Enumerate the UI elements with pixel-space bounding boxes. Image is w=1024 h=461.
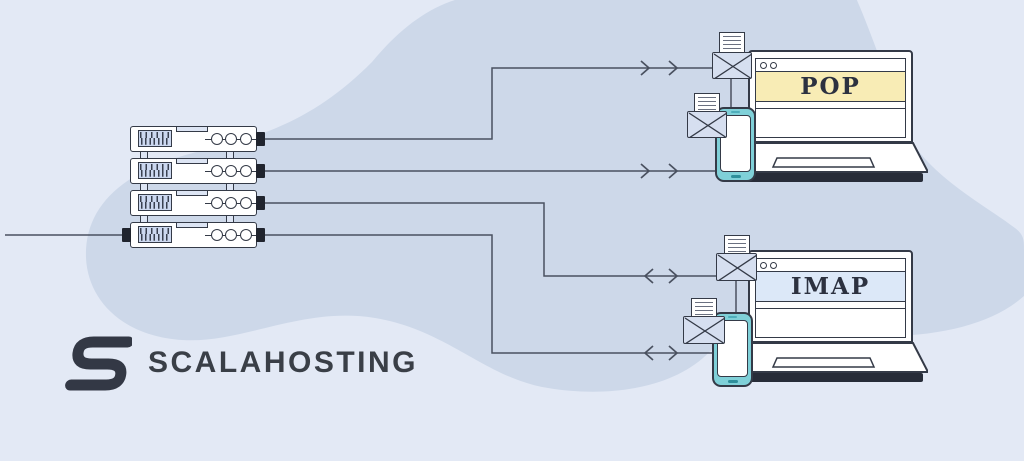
imap-protocol-label: IMAP xyxy=(756,272,905,302)
server-unit-4 xyxy=(122,221,265,248)
imap-wire-phone xyxy=(264,234,712,354)
arrow-right-icon xyxy=(640,163,651,179)
letter-icon xyxy=(724,235,750,257)
scalahosting-s-icon xyxy=(65,336,132,391)
laptop-base xyxy=(733,142,928,182)
server-port-lights xyxy=(205,228,257,241)
cable-connector xyxy=(256,227,265,242)
imap-laptop: IMAP xyxy=(733,250,928,385)
envelope-icon xyxy=(712,52,752,79)
phone-home-button xyxy=(730,175,741,178)
browser-titlebar xyxy=(756,259,905,272)
phone-home-button xyxy=(727,380,738,383)
arrow-right-icon xyxy=(668,60,679,76)
imap-browser-window: IMAP xyxy=(755,258,906,338)
server-unit-2 xyxy=(130,157,265,184)
cable-connector xyxy=(256,163,265,178)
brand-name: SCALAHOSTING xyxy=(148,346,418,379)
imap-wire-laptop xyxy=(264,202,718,277)
server-handle xyxy=(176,157,208,164)
letter-icon xyxy=(691,298,717,320)
pop-wire-laptop xyxy=(264,67,712,140)
cable-connector xyxy=(256,131,265,146)
server-unit-3 xyxy=(130,189,265,216)
cable-connector xyxy=(256,195,265,210)
window-dot-icon xyxy=(770,261,777,269)
window-dot-icon xyxy=(760,261,767,269)
phone-speaker-icon xyxy=(728,315,737,318)
arrow-right-icon xyxy=(668,345,679,361)
laptop-base xyxy=(733,342,928,382)
cable-connector xyxy=(122,227,131,242)
server-handle xyxy=(176,221,208,228)
brand-logo: SCALAHOSTING xyxy=(62,334,418,392)
server-port-lights xyxy=(205,164,257,177)
server-vent-icon xyxy=(138,226,172,243)
pop-browser-window: POP xyxy=(755,58,906,138)
imap-laptop-screen: IMAP xyxy=(748,250,913,343)
envelope-icon xyxy=(683,316,725,344)
server-vent-icon xyxy=(138,130,172,147)
pop-laptop: POP xyxy=(733,50,928,185)
arrow-left-icon xyxy=(643,268,654,284)
arrow-chevrons xyxy=(640,60,679,361)
server-port-lights xyxy=(205,196,257,209)
envelope-icon xyxy=(687,111,727,138)
pop-protocol-label: POP xyxy=(756,72,905,102)
arrow-right-icon xyxy=(668,268,679,284)
browser-titlebar xyxy=(756,59,905,72)
server-vent-icon xyxy=(138,194,172,211)
arrow-right-icon xyxy=(668,163,679,179)
letter-icon xyxy=(694,93,720,115)
arrow-left-icon xyxy=(643,345,654,361)
server-unit-1 xyxy=(130,125,265,152)
window-dot-icon xyxy=(770,61,777,69)
window-dot-icon xyxy=(760,61,767,69)
arrow-right-icon xyxy=(640,60,651,76)
server-port-lights xyxy=(205,132,257,145)
mail-row xyxy=(756,102,905,109)
server-handle xyxy=(176,125,208,132)
phone-speaker-icon xyxy=(731,110,740,113)
server-handle xyxy=(176,189,208,196)
mail-row xyxy=(756,302,905,309)
envelope-icon xyxy=(716,253,757,281)
server-vent-icon xyxy=(138,162,172,179)
